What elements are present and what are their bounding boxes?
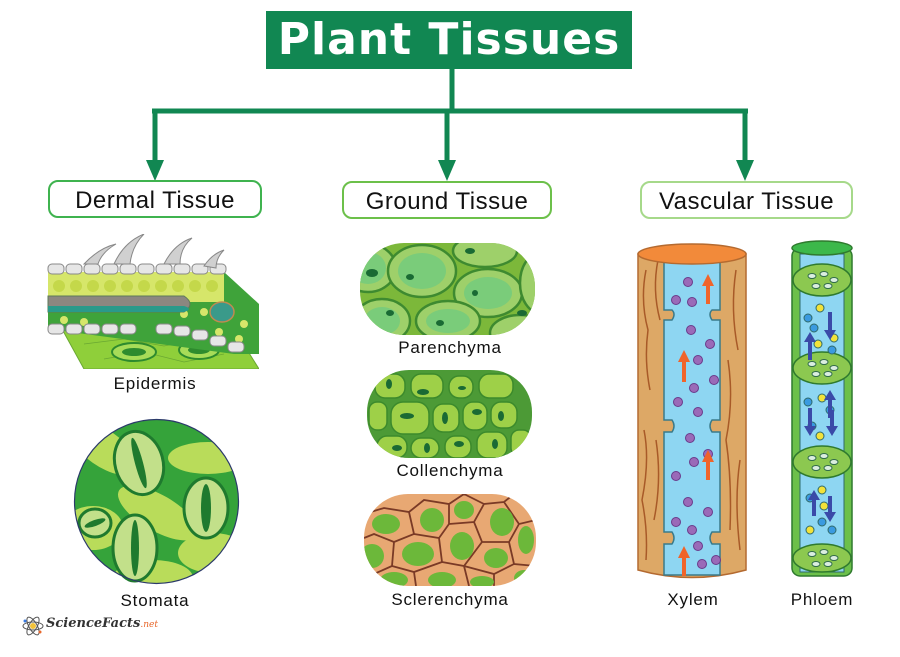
category-ground-tissue: Ground Tissue	[342, 181, 552, 219]
page-title: Plant Tissues	[277, 14, 621, 65]
label-stomata: Stomata	[120, 591, 190, 610]
category-vascular-tissue: Vascular Tissue	[640, 181, 853, 219]
atom-icon	[22, 616, 44, 636]
arrow-vascular	[736, 160, 754, 181]
logo-name: ScienceFacts	[46, 616, 141, 631]
arrow-dermal	[146, 160, 164, 181]
label-epidermis: Epidermis	[113, 374, 197, 393]
category-dermal-tissue: Dermal Tissue	[48, 180, 262, 218]
label-xylem: Xylem	[667, 590, 719, 609]
hierarchy-connectors	[146, 69, 754, 181]
sclerenchyma-cells-illustration	[364, 494, 536, 586]
stomata-circle-illustration	[73, 418, 240, 585]
label-sclerenchyma: Sclerenchyma	[391, 590, 509, 609]
xylem-tube-illustration	[637, 243, 747, 579]
label-parenchyma: Parenchyma	[398, 338, 502, 357]
phloem-tube-illustration	[791, 240, 853, 577]
label-phloem: Phloem	[790, 590, 854, 609]
title-banner: Plant Tissues	[266, 11, 632, 69]
label-collenchyma: Collenchyma	[396, 461, 504, 480]
arrow-ground	[438, 160, 456, 181]
parenchyma-cells-illustration	[360, 243, 535, 335]
logo-tld: .net	[140, 620, 158, 630]
collenchyma-cells-illustration	[367, 370, 532, 458]
leaf-cross-section-illustration	[47, 234, 259, 369]
